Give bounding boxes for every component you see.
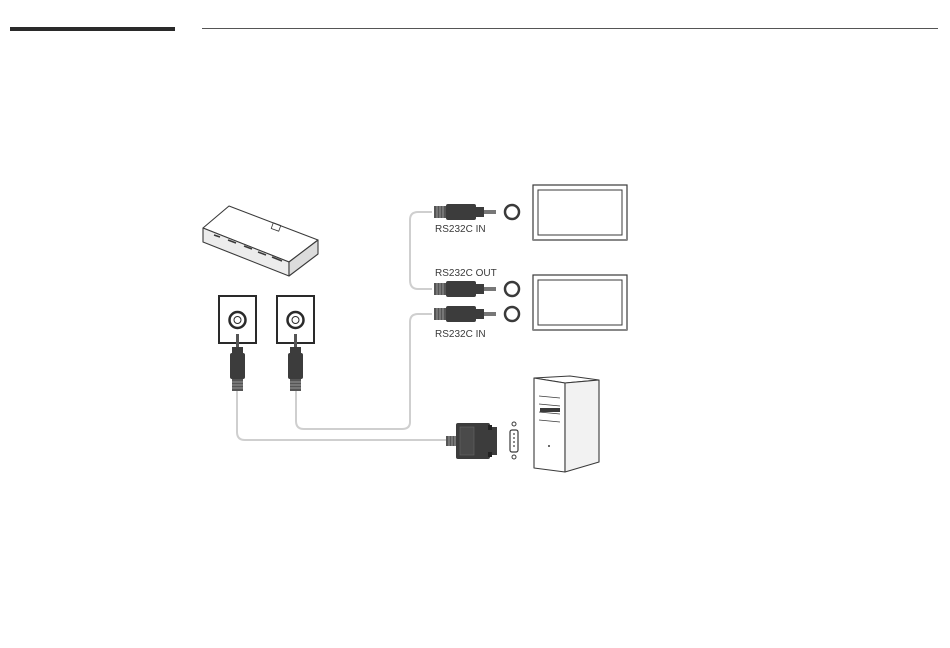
pc-to-box-cable xyxy=(237,390,446,440)
label-rs232c-in-top: RS232C IN xyxy=(435,224,486,235)
display-bottom xyxy=(533,275,627,330)
pc-to-display-cable xyxy=(296,314,432,429)
plug-rs232c-in-bottom xyxy=(434,306,519,322)
display-top xyxy=(533,185,627,240)
pc-serial-port xyxy=(510,422,518,459)
db9-serial-connector xyxy=(446,423,497,459)
pc-tower xyxy=(534,376,599,472)
daisy-chain-cable xyxy=(410,212,432,289)
label-rs232c-out: RS232C OUT xyxy=(435,268,497,279)
plug-rs232c-in-top xyxy=(434,204,519,220)
label-rs232c-in-bottom: RS232C IN xyxy=(435,329,486,340)
network-box-device xyxy=(203,206,318,276)
plug-rs232c-out xyxy=(434,281,519,297)
